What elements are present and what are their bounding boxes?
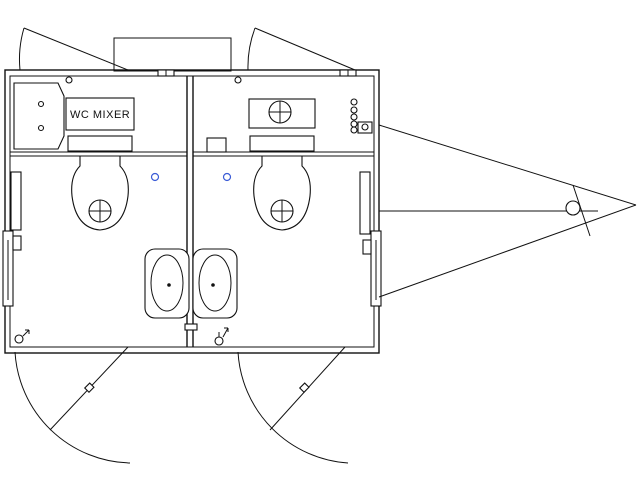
vanity-basin — [248, 98, 316, 129]
right-toilet — [206, 135, 315, 231]
right-hand-basin — [192, 248, 238, 319]
left-hand-basin — [144, 248, 190, 319]
left-toilet — [67, 135, 133, 231]
right-wall-panel — [359, 171, 382, 307]
right-sensor-marker — [222, 172, 232, 182]
tow-hitch — [378, 124, 637, 298]
back-counter — [10, 151, 374, 157]
roof-vent — [113, 37, 232, 72]
left-wall-panel — [2, 171, 22, 307]
top-left-door — [18, 27, 129, 71]
top-hinges — [65, 69, 357, 84]
bottom-right-door — [237, 346, 349, 464]
wc-mixer-label: WC MIXER — [70, 109, 130, 121]
top-right-door — [247, 27, 356, 71]
bottom-left-door — [14, 346, 131, 464]
wc-mixer-cabinet: WC MIXER — [13, 82, 135, 150]
jockey-wheel-icon — [565, 200, 581, 216]
soap-dispenser — [350, 98, 373, 134]
left-sensor-marker — [150, 172, 160, 182]
bottom-fittings — [14, 323, 229, 346]
